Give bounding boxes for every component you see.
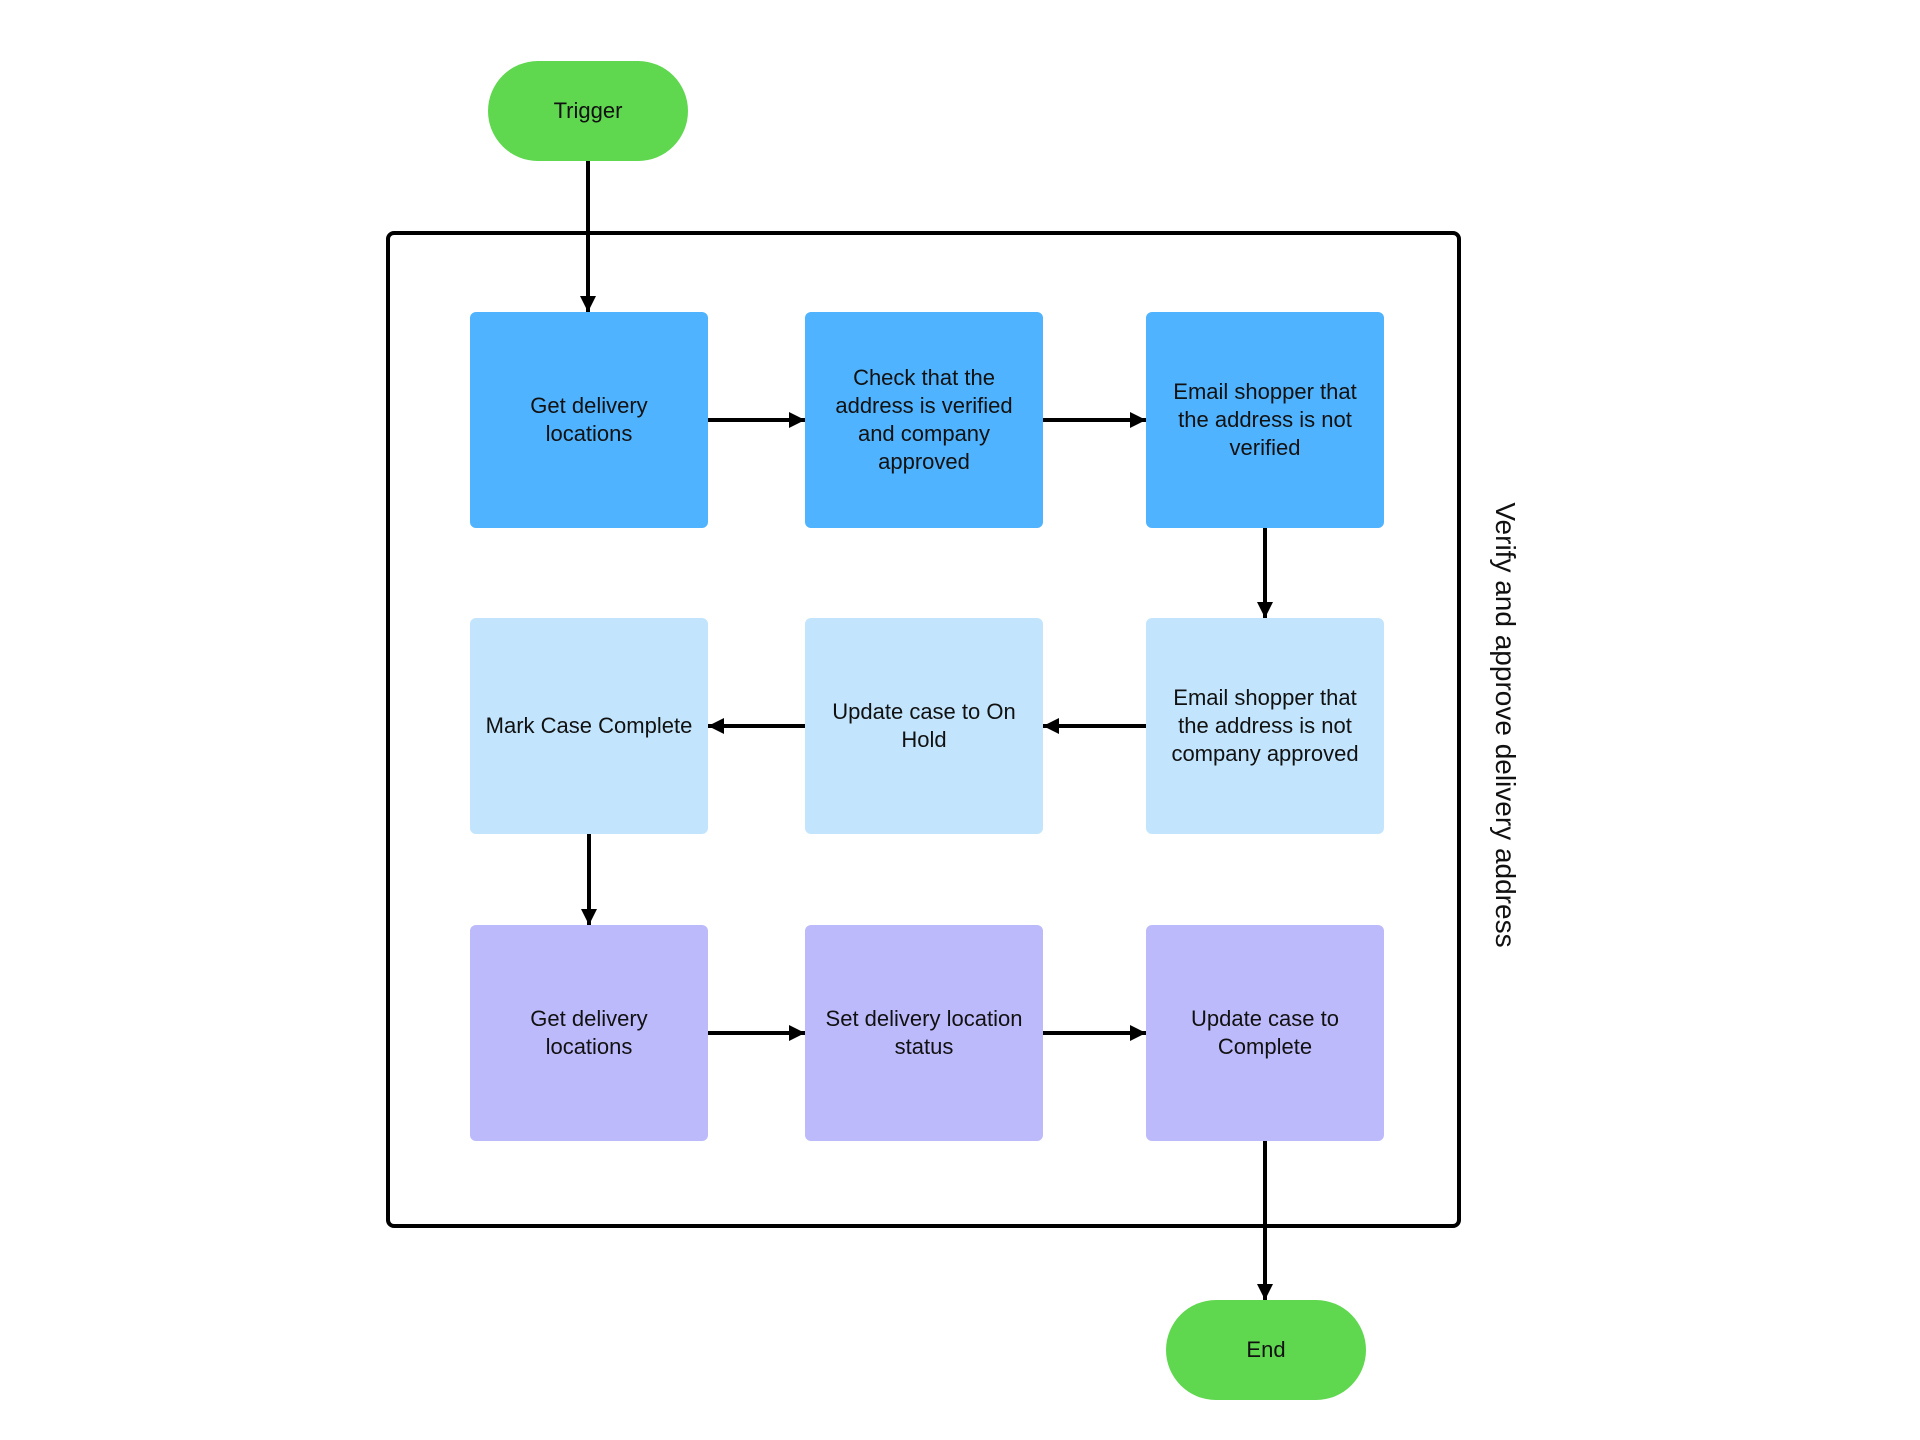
- update-case-on-hold-node[interactable]: Update case to On Hold: [805, 618, 1043, 834]
- end-node[interactable]: End: [1166, 1300, 1366, 1400]
- email-not-verified-node[interactable]: Email shopper that the address is not ve…: [1146, 312, 1384, 528]
- group-container: [386, 231, 1461, 1228]
- email-not-approved-node[interactable]: Email shopper that the address is not co…: [1146, 618, 1384, 834]
- mark-case-complete-node[interactable]: Mark Case Complete: [470, 618, 708, 834]
- group-label: Verify and approve delivery address: [1490, 502, 1521, 948]
- check-address-verified-node[interactable]: Check that the address is verified and c…: [805, 312, 1043, 528]
- update-case-complete-node[interactable]: Update case to Complete: [1146, 925, 1384, 1141]
- get-delivery-locations-node[interactable]: Get delivery locations: [470, 312, 708, 528]
- trigger-node[interactable]: Trigger: [488, 61, 688, 161]
- set-delivery-location-status-node[interactable]: Set delivery location status: [805, 925, 1043, 1141]
- get-delivery-locations-node-2[interactable]: Get delivery locations: [470, 925, 708, 1141]
